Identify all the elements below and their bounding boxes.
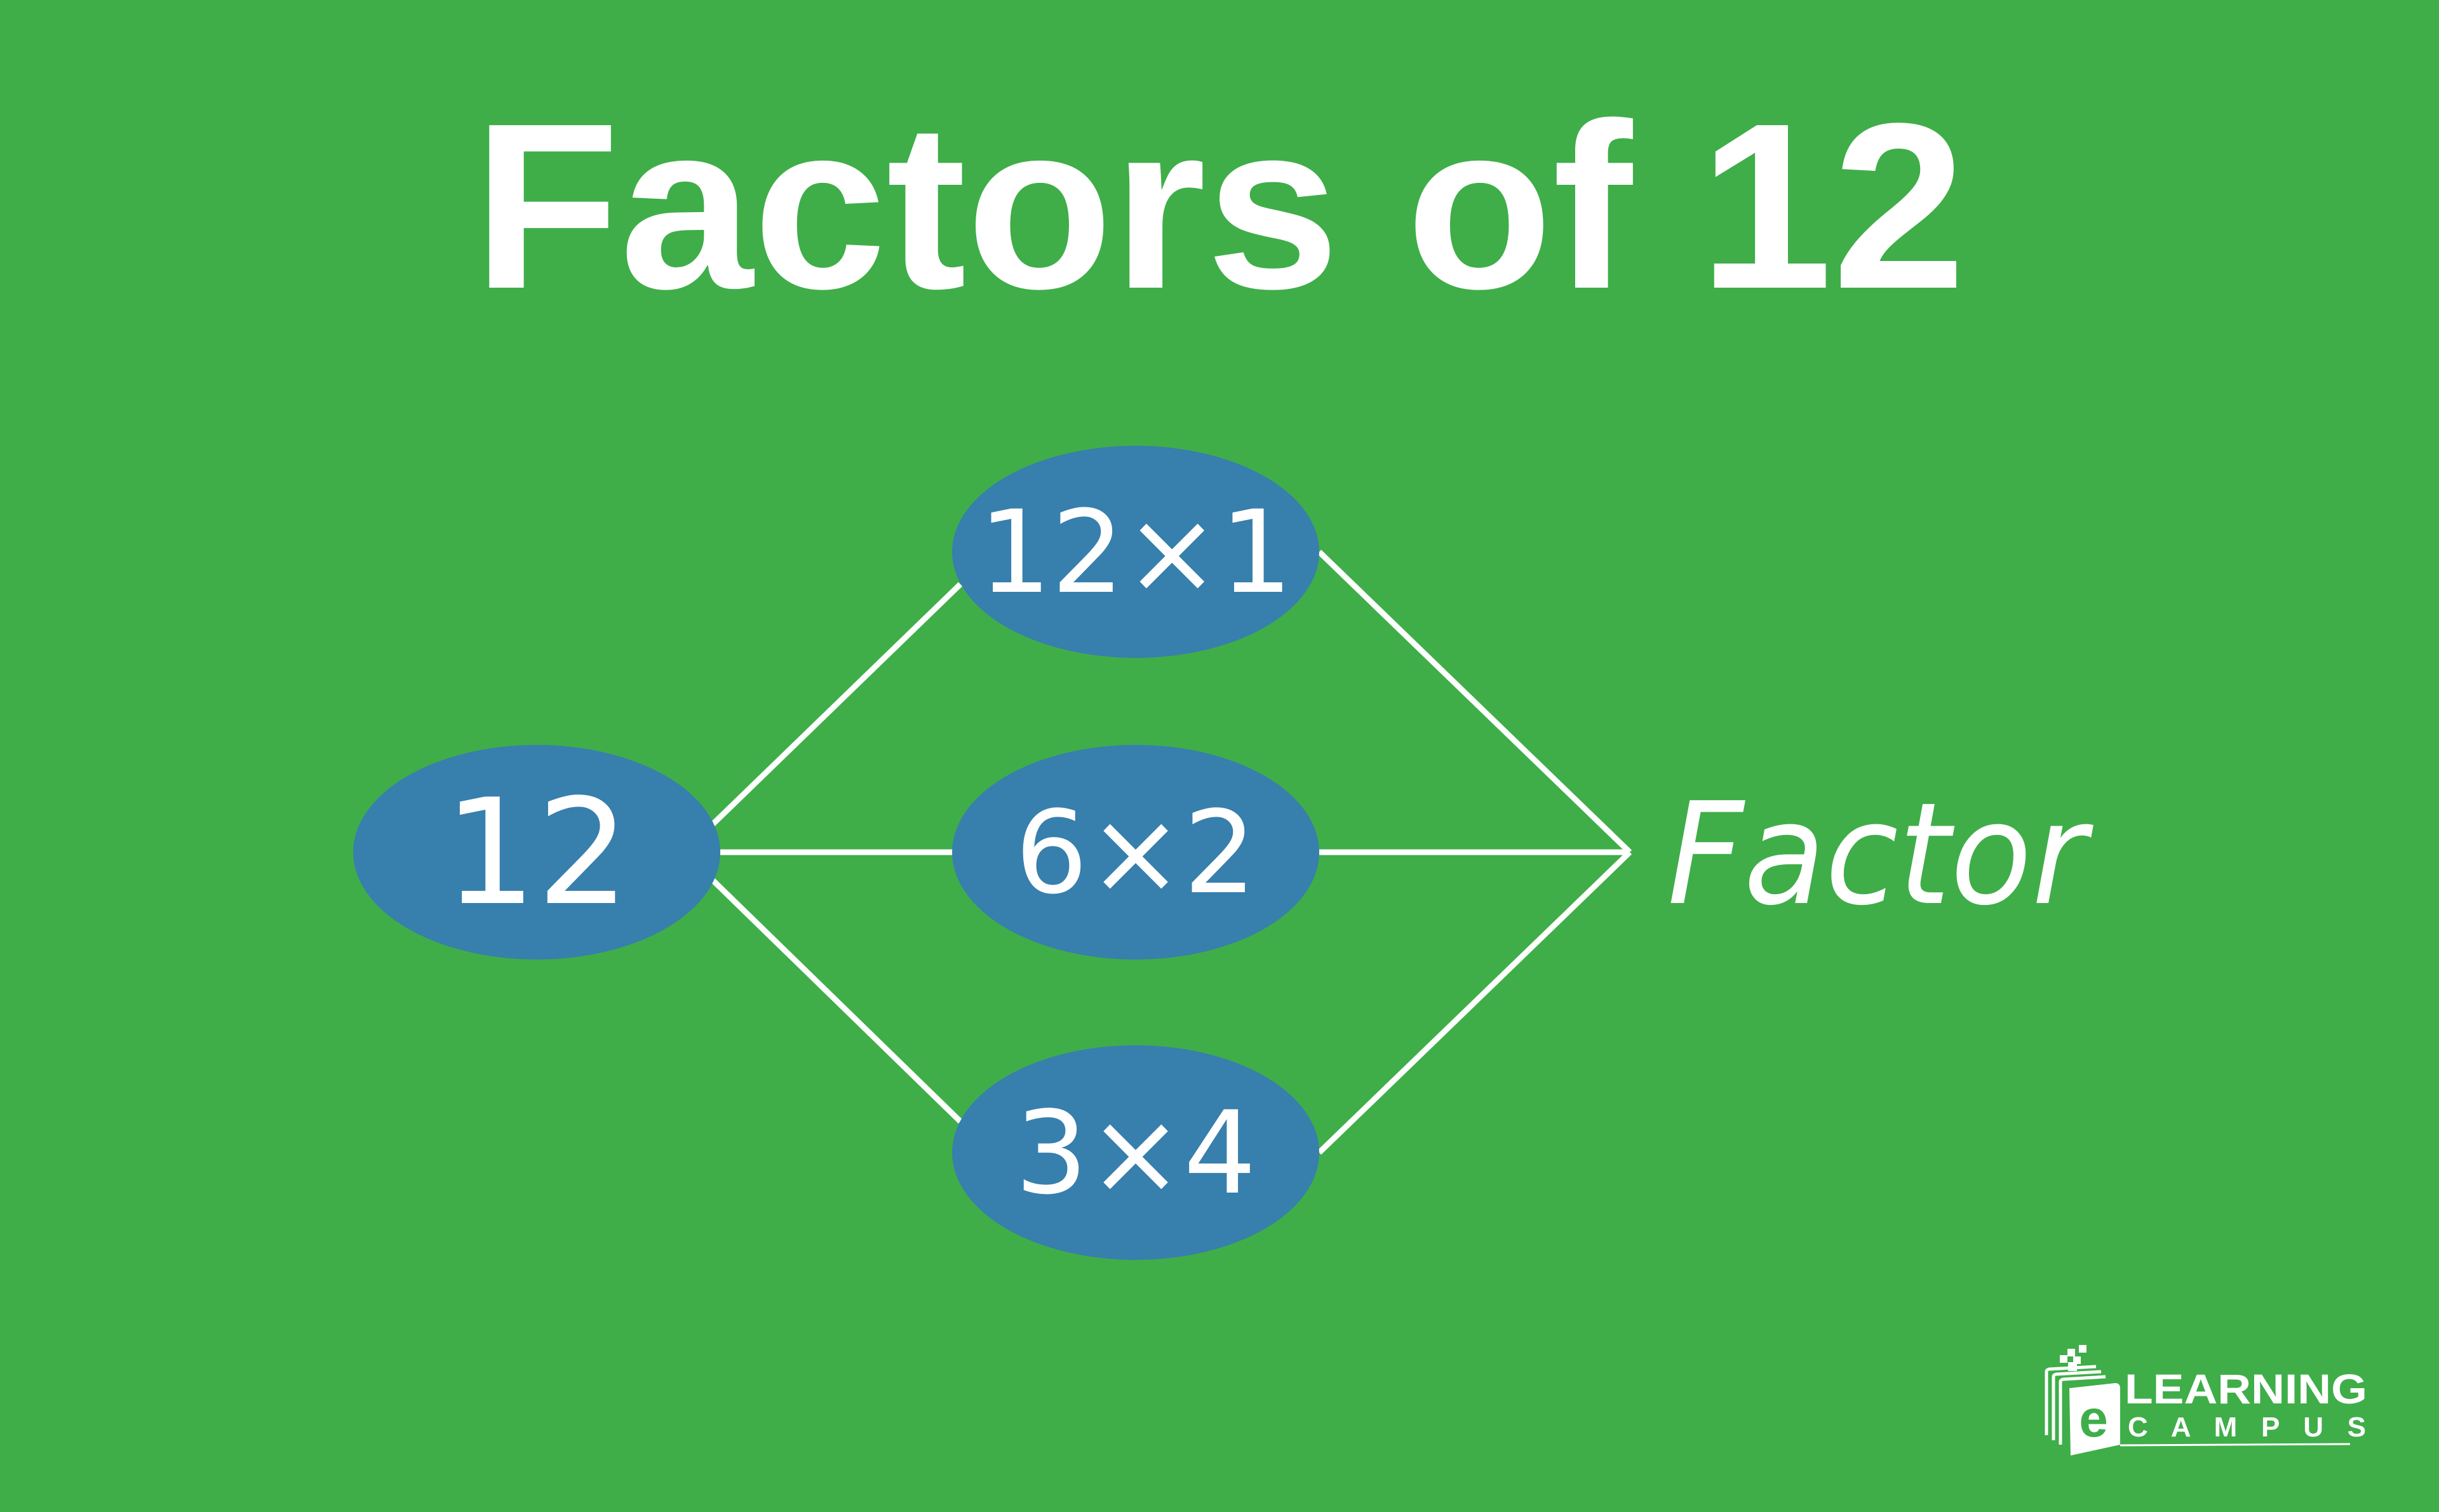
pair-node-label: 3×4	[1015, 1087, 1256, 1220]
pair-node: 12×1	[952, 446, 1319, 658]
book-icon	[2045, 1365, 2106, 1445]
logo-learning-text: LEARNING	[2125, 1365, 2367, 1412]
line-pair-1-to-factor	[1317, 549, 1632, 855]
factor-label: Factor	[1667, 773, 2093, 937]
root-node-ellipse	[353, 745, 720, 960]
line-root-to-pair-1	[709, 582, 963, 828]
logo-campus-text: C A M P U S	[2128, 1412, 2366, 1443]
pair-node: 6×2	[952, 745, 1319, 960]
connector-lines	[709, 549, 1632, 1155]
line-pair-3-to-factor	[1317, 850, 1632, 1155]
pair-node-label: 6×2	[1015, 787, 1256, 920]
pair-node-label: 12×1	[979, 486, 1293, 619]
line-root-to-pair-3	[709, 876, 963, 1124]
page-title: Factors of 12	[473, 74, 1966, 338]
pair-node-ellipse	[952, 1045, 1319, 1260]
pair-node-ellipse	[952, 745, 1319, 960]
pair-node-ellipse	[952, 446, 1319, 658]
pair-node: 3×4	[952, 1045, 1319, 1260]
pixel-squares-icon	[2060, 1345, 2086, 1371]
logo-e-letter: e	[2079, 1390, 2108, 1448]
root-node-label: 12	[444, 768, 630, 938]
root-node: 12	[353, 745, 720, 960]
book-cover-icon	[2069, 1383, 2120, 1455]
logo-underline	[2120, 1443, 2351, 1447]
elearning-campus-logo: e LEARNING C A M P U S	[2045, 1345, 2367, 1455]
